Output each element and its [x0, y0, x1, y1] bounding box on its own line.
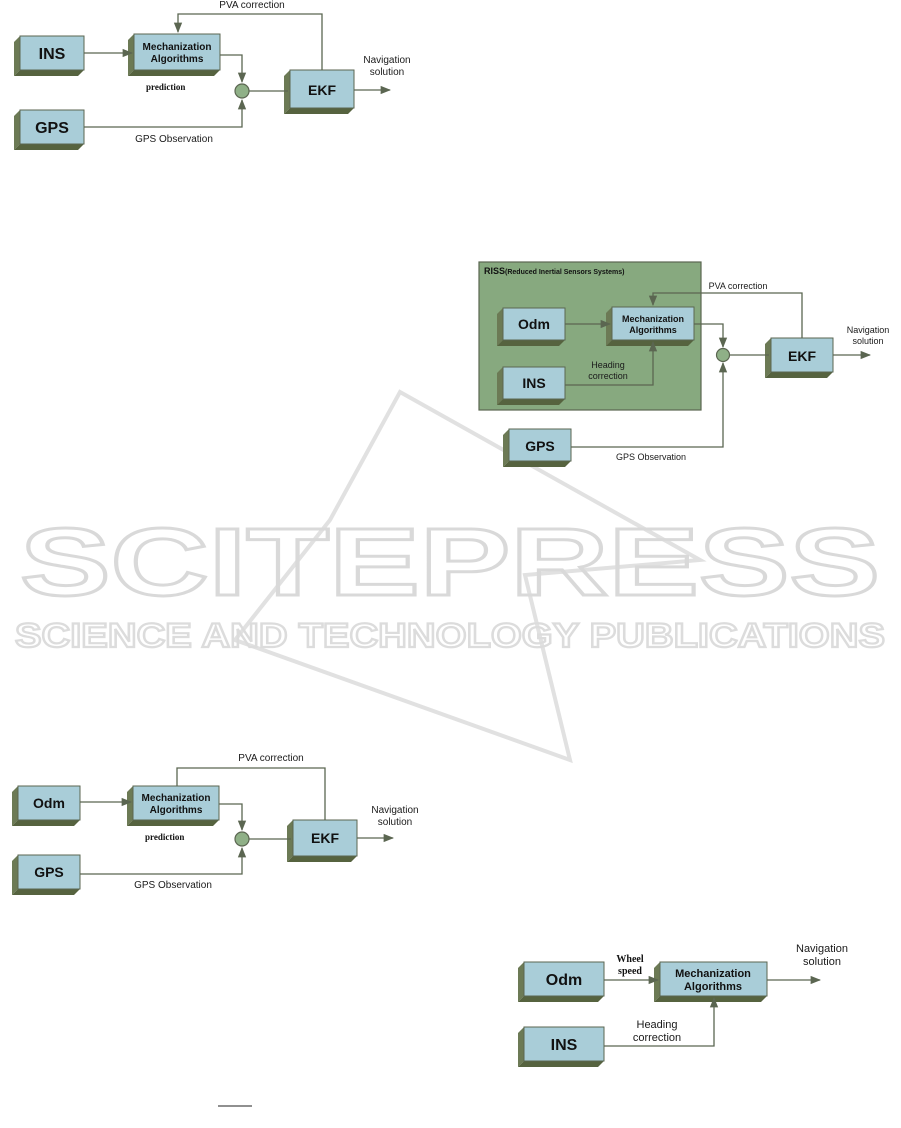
prediction-label: prediction — [146, 82, 185, 92]
watermark-main-text: SCITEPRESS — [20, 509, 880, 616]
navigation-label-line2: solution — [378, 817, 412, 828]
diagram-riss-gps-ekf: RISS(Reduced Inertial Sensors Systems) O… — [478, 261, 890, 467]
wheel-speed-line1: Wheel — [616, 954, 643, 965]
arrow-mech-to-sum — [219, 803, 247, 832]
gps-label: GPS — [34, 864, 64, 880]
ekf-block: EKF — [765, 337, 834, 378]
mechanization-label-line1: Mechanization — [675, 968, 751, 980]
arrow-mech-to-sum — [694, 323, 728, 349]
odm-label: Odm — [33, 795, 65, 811]
arrow-pva-feedback — [173, 13, 323, 70]
sum-node — [234, 83, 250, 99]
arrow-gps-to-sum — [84, 98, 247, 128]
arrow-ins-to-mech — [565, 340, 658, 386]
gps-block: GPS — [503, 428, 572, 467]
gps-observation-label: GPS Observation — [135, 134, 213, 145]
heading-correction-line2: correction — [633, 1032, 681, 1044]
arrow-ins-to-mech — [604, 996, 719, 1047]
navigation-label-line2: solution — [852, 336, 883, 346]
mechanization-block: Mechanization Algorithms — [654, 961, 768, 1002]
gps-block: GPS — [12, 854, 81, 895]
pva-correction-label: PVA correction — [709, 281, 768, 291]
heading-correction-line1: Heading — [637, 1019, 678, 1031]
heading-correction-line2: correction — [588, 371, 628, 381]
ins-label: INS — [551, 1037, 578, 1054]
prediction-label: prediction — [145, 832, 184, 842]
gps-observation-label: GPS Observation — [616, 452, 686, 462]
mechanization-label-line1: Mechanization — [143, 42, 212, 53]
ekf-label: EKF — [308, 82, 336, 98]
pva-correction-label: PVA correction — [219, 0, 284, 11]
watermark-sub-text: SCIENCE AND TECHNOLOGY PUBLICATIONS — [15, 617, 885, 655]
odm-label: Odm — [546, 972, 582, 989]
gps-observation-label: GPS Observation — [134, 880, 212, 891]
ins-block: INS — [14, 35, 85, 76]
navigation-label-line1: Navigation — [847, 325, 890, 335]
odm-block: Odm — [518, 961, 605, 1002]
navigation-label-line2: solution — [803, 956, 841, 968]
arrow-gps-to-sum — [80, 846, 247, 875]
diagram-odm-ins-mechanization: Odm INS Mechanization Algorithms Wheel s… — [518, 943, 848, 1067]
mechanization-block: Mechanization Algorithms — [128, 33, 221, 76]
line-pva-feedback — [176, 767, 326, 820]
riss-title: RISS(Reduced Inertial Sensors Systems) — [484, 266, 624, 276]
ins-block: INS — [497, 366, 566, 405]
sum-node — [234, 831, 250, 847]
arrow-gps-to-sum — [571, 361, 728, 448]
mechanization-block: Mechanization Algorithms — [127, 785, 220, 826]
watermark: SCITEPRESS SCIENCE AND TECHNOLOGY PUBLIC… — [14, 389, 886, 764]
gps-block: GPS — [14, 109, 85, 150]
navigation-label-line1: Navigation — [363, 55, 410, 66]
mechanization-label-line2: Algorithms — [629, 325, 677, 335]
diagram-odm-gps-ekf: Odm GPS Mechanization Algorithms predict… — [12, 753, 419, 895]
odm-block: Odm — [12, 785, 81, 826]
heading-correction-line1: Heading — [591, 360, 625, 370]
arrow-mech-to-sum — [220, 54, 247, 84]
wheel-speed-line2: speed — [618, 966, 642, 977]
gps-label: GPS — [35, 120, 69, 137]
ins-label: INS — [522, 375, 545, 391]
watermark-logo-shape — [231, 389, 707, 764]
ekf-block: EKF — [287, 819, 358, 862]
ekf-label: EKF — [788, 348, 816, 364]
ins-label: INS — [39, 46, 66, 63]
mechanization-label-line1: Mechanization — [622, 314, 684, 324]
mechanization-label-line2: Algorithms — [684, 981, 742, 993]
ins-block: INS — [518, 1026, 605, 1067]
navigation-label-line1: Navigation — [796, 943, 848, 955]
sum-node — [715, 347, 731, 363]
ekf-block: EKF — [284, 69, 355, 114]
mechanization-label-line2: Algorithms — [151, 54, 204, 65]
arrow-pva-feedback — [648, 292, 803, 338]
pva-correction-label: PVA correction — [238, 753, 303, 764]
diagram-ins-gps-ekf: INS GPS Mechanization Algorithms predict… — [14, 0, 411, 150]
ekf-label: EKF — [311, 830, 339, 846]
odm-block: Odm — [497, 307, 566, 346]
mechanization-block: Mechanization Algorithms — [606, 306, 695, 346]
mechanization-label-line1: Mechanization — [142, 793, 211, 804]
mechanization-label-line2: Algorithms — [150, 805, 203, 816]
gps-label: GPS — [525, 438, 555, 454]
odm-label: Odm — [518, 316, 550, 332]
navigation-label-line2: solution — [370, 67, 404, 78]
navigation-label-line1: Navigation — [371, 805, 418, 816]
